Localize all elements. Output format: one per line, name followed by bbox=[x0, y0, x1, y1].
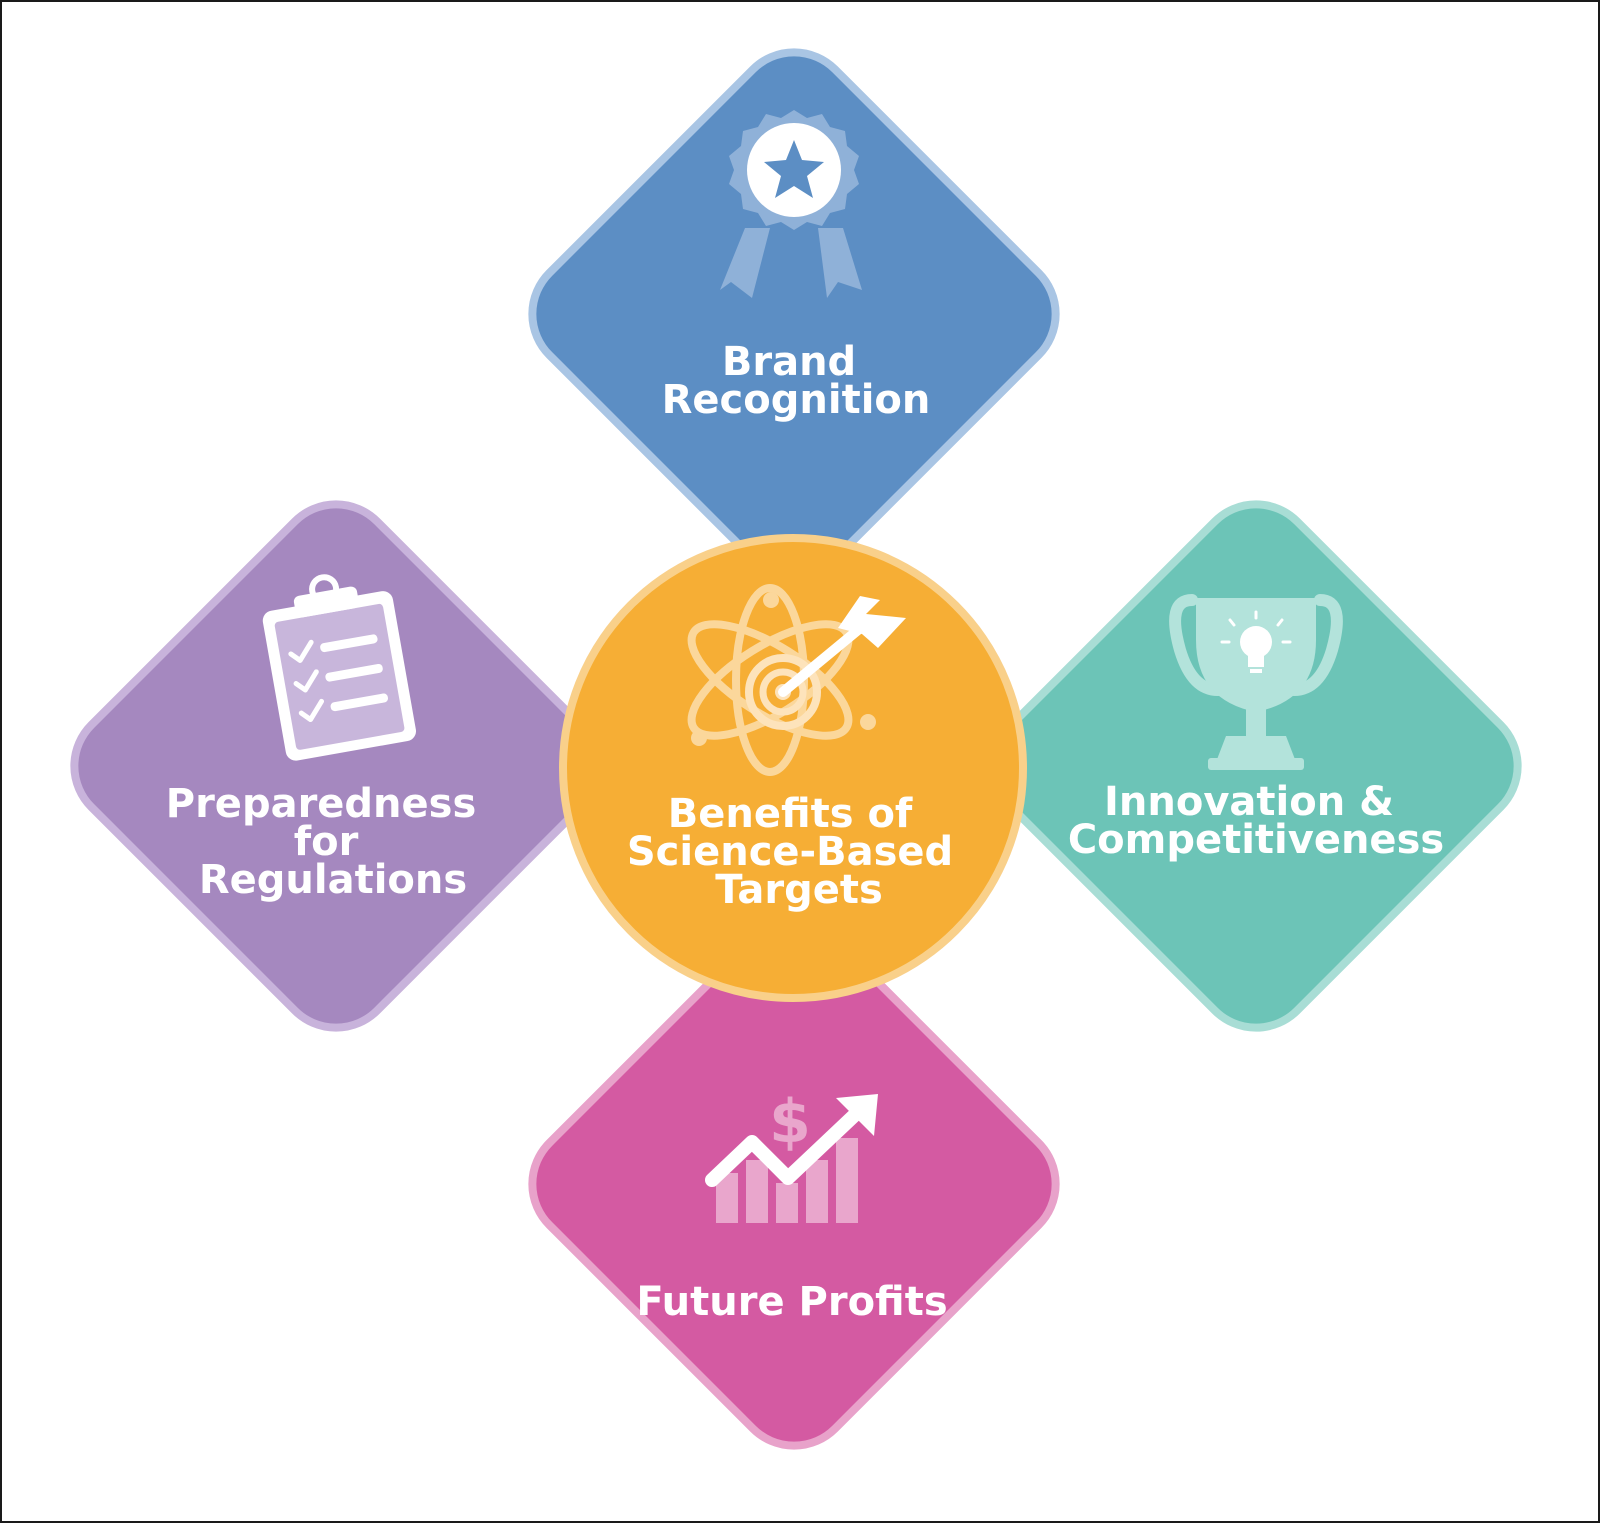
award-ribbon-icon bbox=[720, 110, 862, 298]
brand-label-line-1: Brand bbox=[722, 339, 856, 385]
node-preparedness: Preparedness for Regulations bbox=[70, 500, 602, 1032]
dollar-growth-chart-icon: $ bbox=[705, 1087, 878, 1223]
center-hub: Benefits of Science-Based Targets bbox=[559, 534, 1027, 1002]
brand-diamond bbox=[528, 48, 1060, 580]
trophy-lightbulb-icon bbox=[1169, 594, 1343, 770]
innovation-label-line-2: Competitiveness bbox=[1068, 817, 1444, 863]
svg-text:Preparedness for R: Preparedness for Regulations bbox=[166, 781, 490, 903]
atom-target-icon bbox=[687, 584, 906, 776]
svg-text:Brand Recognition: Brand Recognition bbox=[662, 339, 931, 423]
center-label-line-2: Science-Based bbox=[627, 829, 953, 875]
node-innovation: Innovation & Competitiveness bbox=[990, 500, 1522, 1032]
svg-text:Innovation & Competitive: Innovation & Competitiveness bbox=[1068, 779, 1444, 863]
profits-label-line-1: Future Profits bbox=[636, 1279, 947, 1325]
innovation-label-line-1: Innovation & bbox=[1104, 779, 1394, 825]
center-label-line-3: Targets bbox=[715, 867, 883, 913]
brand-label-line-2: Recognition bbox=[662, 377, 931, 423]
preparedness-label-line-1: Preparedness bbox=[166, 781, 477, 827]
node-future-profits: $ Future Profits bbox=[528, 918, 1060, 1450]
clipboard-checklist-icon bbox=[262, 574, 416, 761]
svg-text:$: $ bbox=[769, 1087, 811, 1157]
svg-text:Future Profits: Future Profits bbox=[636, 1279, 947, 1325]
preparedness-diamond bbox=[70, 500, 602, 1032]
svg-text:Benefits of Science-Base: Benefits of Science-Based Targets bbox=[627, 791, 967, 913]
center-label-line-1: Benefits of bbox=[668, 791, 913, 837]
node-brand-recognition: Brand Recognition bbox=[528, 48, 1060, 580]
center-circle bbox=[559, 534, 1027, 1002]
preparedness-label-line-3: Regulations bbox=[199, 857, 467, 903]
preparedness-label-line-2: for bbox=[294, 819, 359, 865]
